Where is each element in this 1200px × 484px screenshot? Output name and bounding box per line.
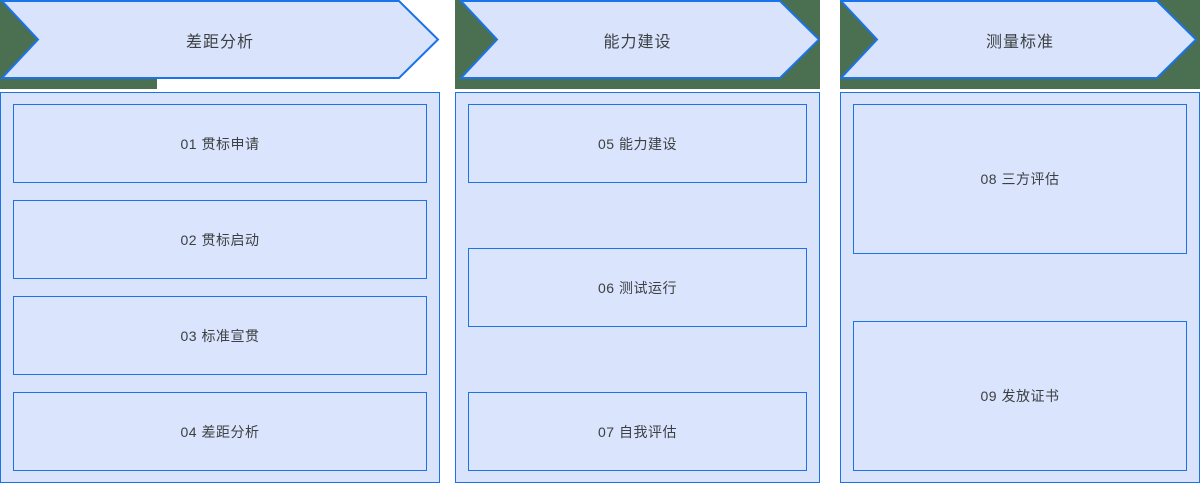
stage-panel[interactable]: 05 能力建设 06 测试运行 07 自我评估 [455, 92, 820, 483]
step-node[interactable]: 05 能力建设 [468, 104, 807, 183]
step-node[interactable]: 03 标准宣贯 [13, 296, 427, 375]
step-label: 09 发放证书 [980, 388, 1060, 404]
step-node[interactable]: 01 贯标申请 [13, 104, 427, 183]
stage-arrow-shape[interactable] [455, 0, 820, 80]
stage-panel[interactable]: 08 三方评估 09 发放证书 [840, 92, 1200, 483]
step-label: 03 标准宣贯 [180, 327, 260, 344]
step-node[interactable]: 04 差距分析 [13, 392, 427, 471]
step-node[interactable]: 02 贯标启动 [13, 200, 427, 279]
step-label: 08 三方评估 [980, 171, 1060, 187]
step-label: 04 差距分析 [180, 423, 260, 440]
step-node[interactable]: 06 测试运行 [468, 248, 807, 327]
step-node[interactable]: 09 发放证书 [853, 321, 1187, 471]
step-node[interactable]: 08 三方评估 [853, 104, 1187, 254]
step-label: 05 能力建设 [598, 135, 677, 152]
stage-arrow-shape[interactable] [840, 0, 1200, 80]
stage-column-measurement-standard: 测量标准 08 三方评估 09 发放证书 [840, 0, 1200, 484]
step-label: 02 贯标启动 [180, 231, 260, 248]
stage-panel[interactable]: 01 贯标申请 02 贯标启动 03 标准宣贯 04 差距分析 [0, 92, 440, 483]
stage-header-label: 测量标准 [985, 34, 1054, 51]
stage-header-label: 能力建设 [603, 34, 672, 51]
step-node[interactable]: 07 自我评估 [468, 392, 807, 471]
step-label: 06 测试运行 [598, 279, 677, 296]
stage-header-label: 差距分析 [185, 34, 254, 51]
stage-arrow-shape[interactable] [0, 0, 440, 80]
stage-column-gap-analysis: 差距分析 01 贯标申请 02 贯标启动 03 标准宣贯 04 差距分析 [0, 0, 440, 484]
stage-column-capability-building: 能力建设 05 能力建设 06 测试运行 07 自我评估 [455, 0, 820, 484]
step-label: 01 贯标申请 [180, 135, 260, 152]
step-label: 07 自我评估 [598, 423, 677, 440]
